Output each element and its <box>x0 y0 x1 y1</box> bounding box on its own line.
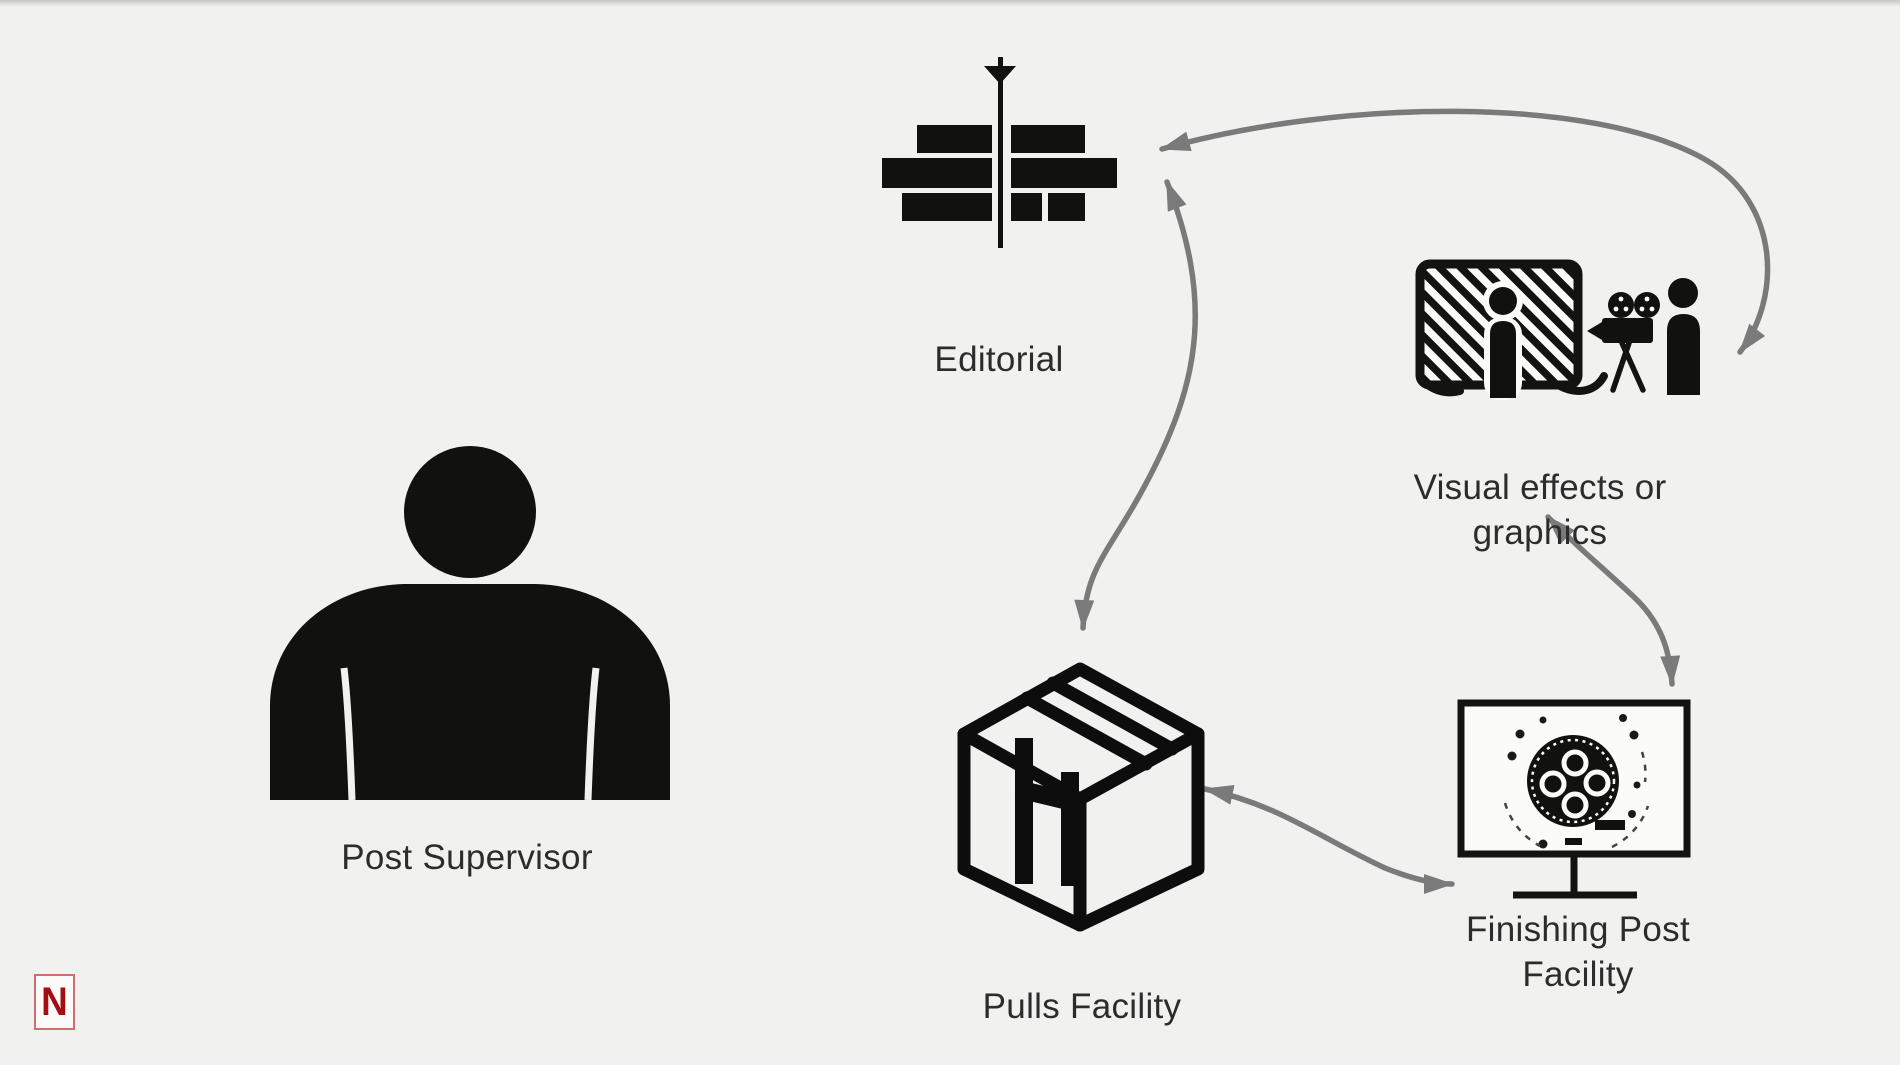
visual-effects-label: Visual effects or graphics <box>1413 468 1667 552</box>
arrow-vfx-finishing <box>1545 514 1681 687</box>
arrow-pulls-finishing <box>1202 785 1455 894</box>
person-silhouette-icon <box>270 446 670 801</box>
monitor-film-reel-icon <box>1457 699 1691 899</box>
greenscreen-camera-people-icon <box>1415 259 1700 400</box>
netflix-n-letter: N <box>41 980 68 1024</box>
netflix-logo: N <box>34 974 75 1030</box>
finishing-post-facility-label: Finishing Post Facility <box>1465 910 1691 994</box>
post-supervisor-label: Post Supervisor <box>341 838 593 877</box>
shipping-box-icon <box>957 662 1205 932</box>
edit-timeline-playhead-icon <box>882 57 1117 248</box>
top-edge-shade <box>0 0 1900 7</box>
editorial-label: Editorial <box>934 340 1064 379</box>
arrow-editorial-pulls <box>1074 179 1198 631</box>
arrow-editorial-vfx <box>1159 108 1771 355</box>
pulls-facility-label: Pulls Facility <box>982 987 1182 1026</box>
